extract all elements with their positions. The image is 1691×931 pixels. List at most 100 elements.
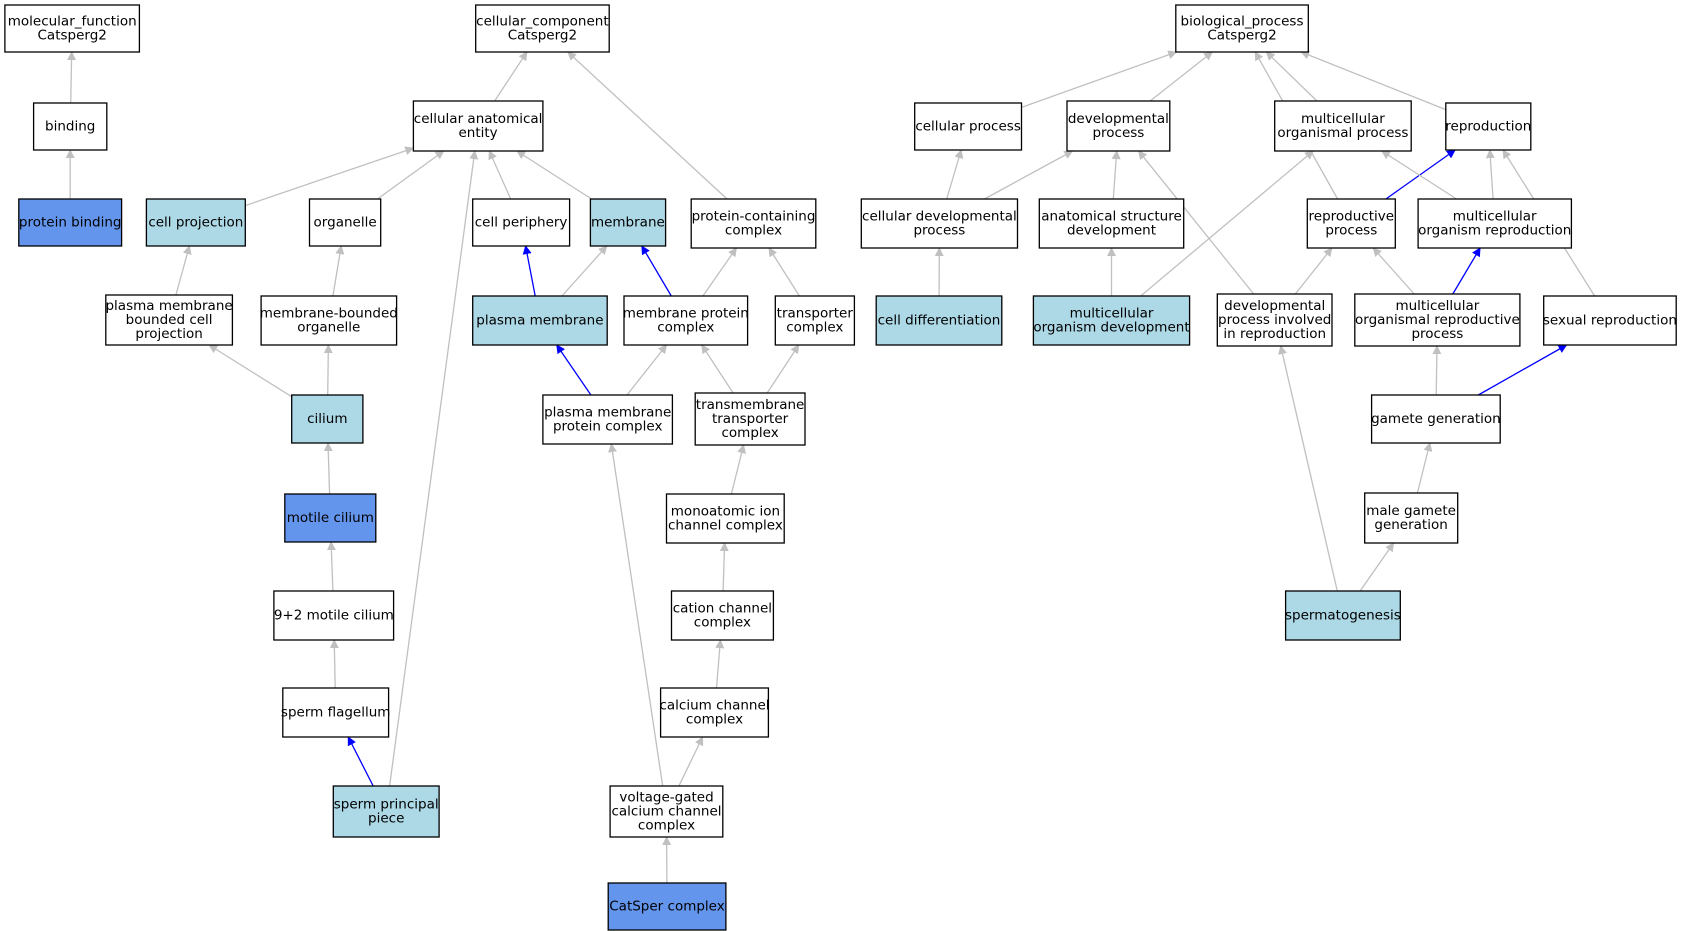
node-label: binding bbox=[45, 119, 95, 135]
node-label: plasma membrane bbox=[476, 313, 603, 329]
node-box bbox=[32, 102, 108, 151]
node-box bbox=[690, 198, 817, 249]
node-box bbox=[472, 295, 608, 346]
node-label: developmental bbox=[1068, 111, 1169, 127]
node-binding: binding bbox=[32, 102, 108, 151]
node-box bbox=[1445, 102, 1532, 151]
node-label: reproductive bbox=[1309, 209, 1395, 225]
node-label: developmental bbox=[1224, 298, 1325, 314]
node-cilium: cilium bbox=[291, 394, 364, 444]
node-nine-two: 9+2 motile cilium bbox=[273, 590, 395, 641]
node-cell-projection: cell projection bbox=[145, 198, 246, 247]
node-plasma-membrane: plasma membrane bbox=[472, 295, 608, 346]
node-box bbox=[332, 785, 440, 838]
node-label: plasma membrane bbox=[544, 405, 671, 421]
node-label: organism development bbox=[1033, 320, 1189, 336]
edge-sperm_flagellum-to-nine_two bbox=[329, 639, 339, 689]
node-label: reproduction bbox=[1445, 119, 1531, 135]
node-box bbox=[308, 198, 382, 247]
node-label: cellular anatomical bbox=[414, 111, 543, 127]
node-box bbox=[659, 687, 770, 738]
edge-pmpc-to-plasma_membrane bbox=[556, 344, 592, 396]
node-box bbox=[1175, 4, 1309, 53]
node-label: cell periphery bbox=[475, 215, 568, 231]
node-box bbox=[475, 4, 610, 53]
node-label: multicellular bbox=[1301, 111, 1385, 127]
node-box bbox=[282, 687, 390, 738]
node-label: in reproduction bbox=[1223, 326, 1326, 342]
node-label: sperm flagellum bbox=[281, 705, 391, 721]
edge-reproduction-to-bp bbox=[1300, 50, 1447, 111]
edge-mor-to-reproduction bbox=[1485, 149, 1495, 200]
node-catsper: CatSper complex bbox=[607, 882, 727, 931]
edge-ccc-to-mic bbox=[719, 542, 729, 592]
edge-plasma_membrane-to-cell_periphery bbox=[522, 245, 536, 297]
node-label: membrane-bounded bbox=[260, 306, 398, 322]
node-cell-diff: cell differentiation bbox=[875, 295, 1003, 346]
node-label: membrane bbox=[591, 215, 665, 231]
node-label: bounded cell bbox=[126, 312, 213, 328]
node-label: cellular developmental bbox=[862, 209, 1017, 225]
edge-gamete_generation-to-morp bbox=[1432, 345, 1442, 396]
node-label: piece bbox=[368, 811, 404, 827]
node-reproduction: reproduction bbox=[1445, 102, 1532, 151]
edge-cae-to-cc bbox=[494, 51, 528, 102]
node-box bbox=[472, 198, 571, 247]
node-box bbox=[607, 882, 727, 931]
edge-ttc-to-transporter_complex bbox=[766, 344, 800, 394]
node-label: projection bbox=[135, 326, 202, 342]
node-box bbox=[291, 394, 364, 444]
node-sexual-reproduction: sexual reproduction bbox=[1543, 295, 1677, 346]
node-label: complex bbox=[694, 615, 751, 631]
edge-vgcc-to-calcium_cc bbox=[678, 736, 704, 787]
node-box bbox=[542, 394, 674, 445]
node-box bbox=[623, 295, 749, 346]
node-label: CatSper complex bbox=[609, 899, 725, 915]
node-label: calcium channel bbox=[611, 804, 721, 820]
edge-gamete_generation-to-sexual_reproduction bbox=[1477, 344, 1568, 396]
node-box bbox=[412, 100, 544, 152]
node-label: spermatogenesis bbox=[1285, 608, 1401, 624]
node-box bbox=[1370, 394, 1501, 444]
node-box bbox=[1417, 198, 1573, 249]
node-cell-periphery: cell periphery bbox=[472, 198, 571, 247]
node-label: protein binding bbox=[19, 215, 122, 231]
node-label: monoatomic ion bbox=[671, 504, 780, 520]
node-label: protein complex bbox=[553, 419, 663, 435]
node-label: membrane protein bbox=[623, 306, 749, 322]
node-box bbox=[1306, 198, 1396, 249]
node-membrane: membrane bbox=[589, 198, 667, 247]
node-label: complex bbox=[725, 223, 782, 239]
node-box bbox=[260, 295, 398, 346]
node-label: cellular process bbox=[915, 119, 1021, 135]
node-label: organelle bbox=[297, 320, 360, 336]
node-protein-binding: protein binding bbox=[18, 198, 123, 247]
node-box bbox=[1038, 198, 1185, 249]
edge-spermatogenesis-to-dpir bbox=[1278, 345, 1338, 592]
node-label: organismal process bbox=[1277, 125, 1408, 141]
node-label: process bbox=[1411, 326, 1463, 342]
node-sperm-flagellum: sperm flagellum bbox=[281, 687, 391, 738]
node-label: anatomical structure bbox=[1041, 209, 1182, 225]
node-label: process bbox=[1092, 125, 1144, 141]
node-box bbox=[1364, 492, 1459, 544]
edge-asd-to-developmental_process bbox=[1111, 150, 1121, 200]
node-label: Catsperg2 bbox=[1207, 28, 1276, 44]
node-box bbox=[273, 590, 395, 641]
edge-pmbcp-to-cell_projection bbox=[175, 245, 192, 296]
node-label: process involved bbox=[1218, 312, 1331, 328]
